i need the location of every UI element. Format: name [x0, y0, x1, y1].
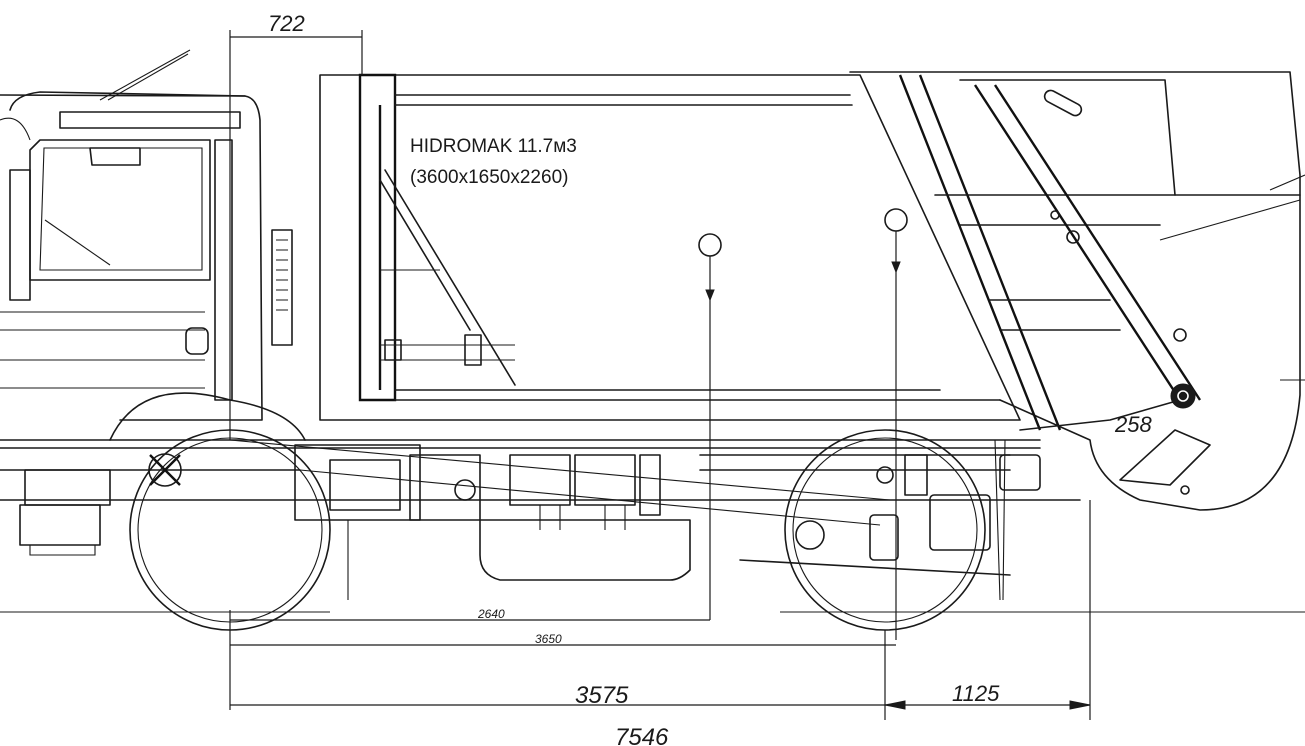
compactor-body — [319, 73, 1021, 640]
dim-partial-rear: 258 — [1114, 412, 1152, 437]
model-label-line2: (3600x1650x2260) — [410, 167, 568, 188]
model-label-line1: HIDROMAK 11.7м3 — [410, 136, 577, 157]
cog-marker-2 — [884, 208, 908, 232]
truck-cab — [0, 49, 306, 441]
chassis — [0, 439, 1081, 601]
rear-wheel — [784, 429, 986, 631]
dim-wheelbase: 3575 — [575, 682, 629, 709]
front-wheel — [129, 429, 331, 631]
dim-rear-overhang: 1125 — [952, 681, 1000, 706]
dim-3650: 3650 — [535, 632, 562, 646]
cog-marker-1 — [698, 233, 722, 257]
dimension-lines — [0, 30, 1305, 720]
dim-2640: 2640 — [477, 607, 505, 621]
dim-cab-offset: 722 — [268, 11, 305, 36]
dim-overall-length: 7546 — [615, 724, 669, 746]
rear-tailgate — [849, 71, 1305, 511]
